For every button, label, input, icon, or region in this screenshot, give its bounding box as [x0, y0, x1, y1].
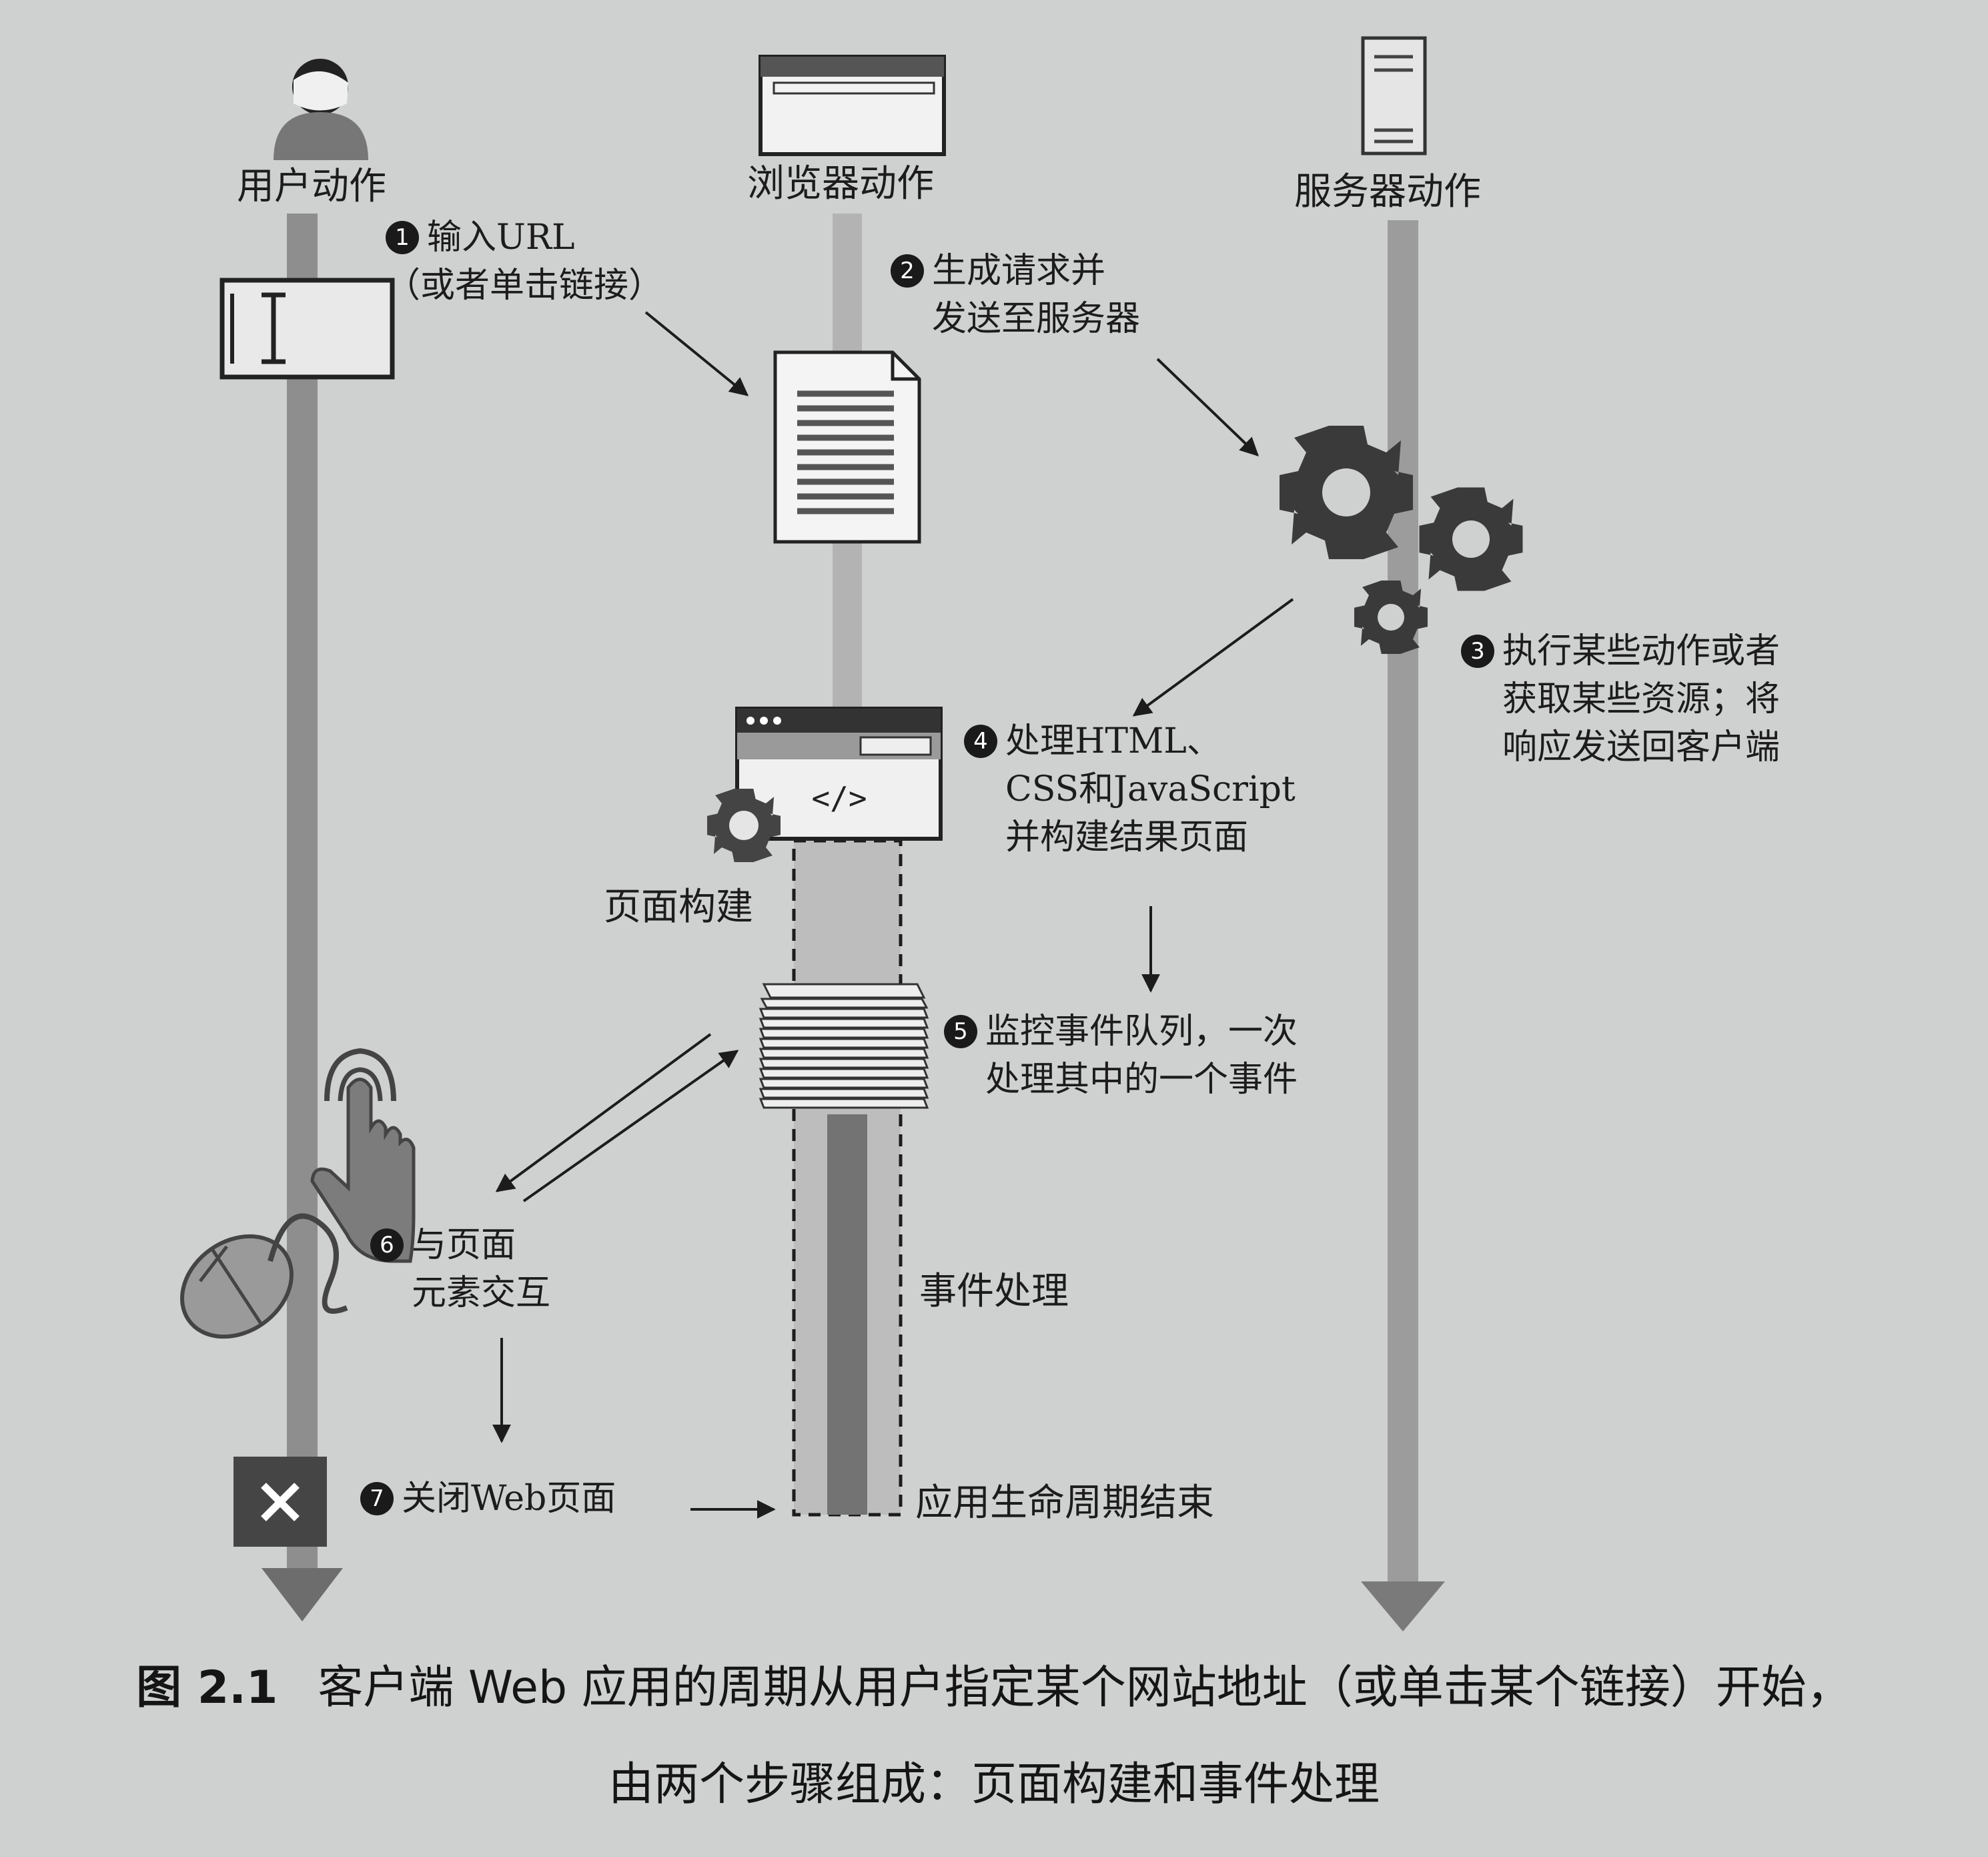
- gears-icon: [1280, 426, 1523, 654]
- user-lane-title: 用户动作: [237, 165, 386, 208]
- document-icon: [773, 350, 921, 544]
- event-queue-icon: [759, 983, 929, 1109]
- code-tag: </>: [811, 780, 867, 816]
- step-badge: 5: [944, 1015, 977, 1048]
- close-icon[interactable]: [233, 1457, 327, 1547]
- text-cursor-icon[interactable]: [219, 278, 395, 380]
- server-lane-line: [1361, 220, 1445, 1631]
- touch-hand-icon[interactable]: [310, 1048, 416, 1263]
- step-badge: 3: [1461, 635, 1494, 668]
- figure-number: 图 2.1: [136, 1661, 278, 1714]
- browser-window-icon: [759, 55, 946, 156]
- step-badge: 1: [386, 221, 419, 254]
- server-lane-title: 服务器动作: [1294, 170, 1481, 214]
- event-handling-band: [827, 1114, 867, 1515]
- step-badge: 7: [360, 1482, 394, 1515]
- browser-lane-title: 浏览器动作: [747, 162, 934, 206]
- page-building-label: 页面构建: [604, 885, 753, 929]
- event-handling-label: 事件处理: [919, 1270, 1069, 1313]
- step-badge: 6: [370, 1228, 404, 1262]
- step-badge: 4: [964, 725, 997, 758]
- lifecycle-end-label: 应用生命周期结束: [915, 1481, 1214, 1525]
- server-icon: [1361, 36, 1427, 155]
- figure-caption-line2: 由两个步骤组成：页面构建和事件处理: [608, 1758, 1380, 1811]
- gear-icon: [707, 789, 781, 862]
- step-badge: 2: [891, 254, 924, 288]
- user-lane-line: [262, 214, 343, 1621]
- mouse-icon[interactable]: [163, 1213, 348, 1357]
- user-icon: [274, 59, 368, 160]
- flow-arrows: [492, 311, 1294, 1519]
